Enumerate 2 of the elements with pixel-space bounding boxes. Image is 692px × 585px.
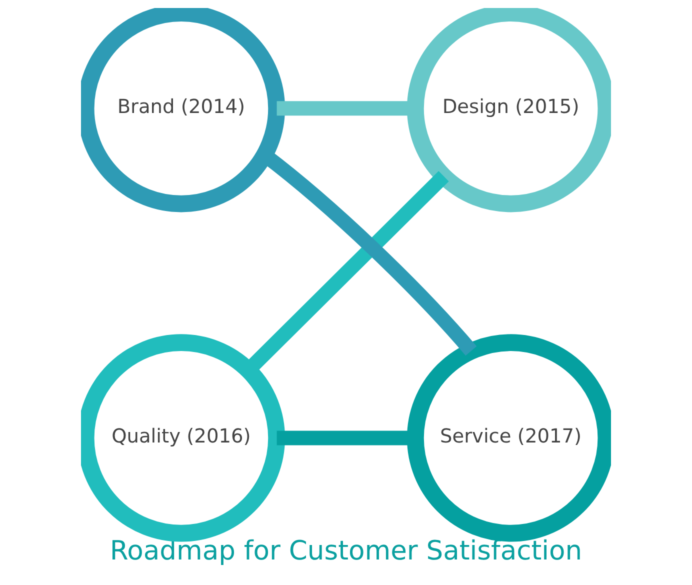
node-circle: Design (2015) [406,8,611,212]
node-circle: Brand (2014) [81,8,286,212]
